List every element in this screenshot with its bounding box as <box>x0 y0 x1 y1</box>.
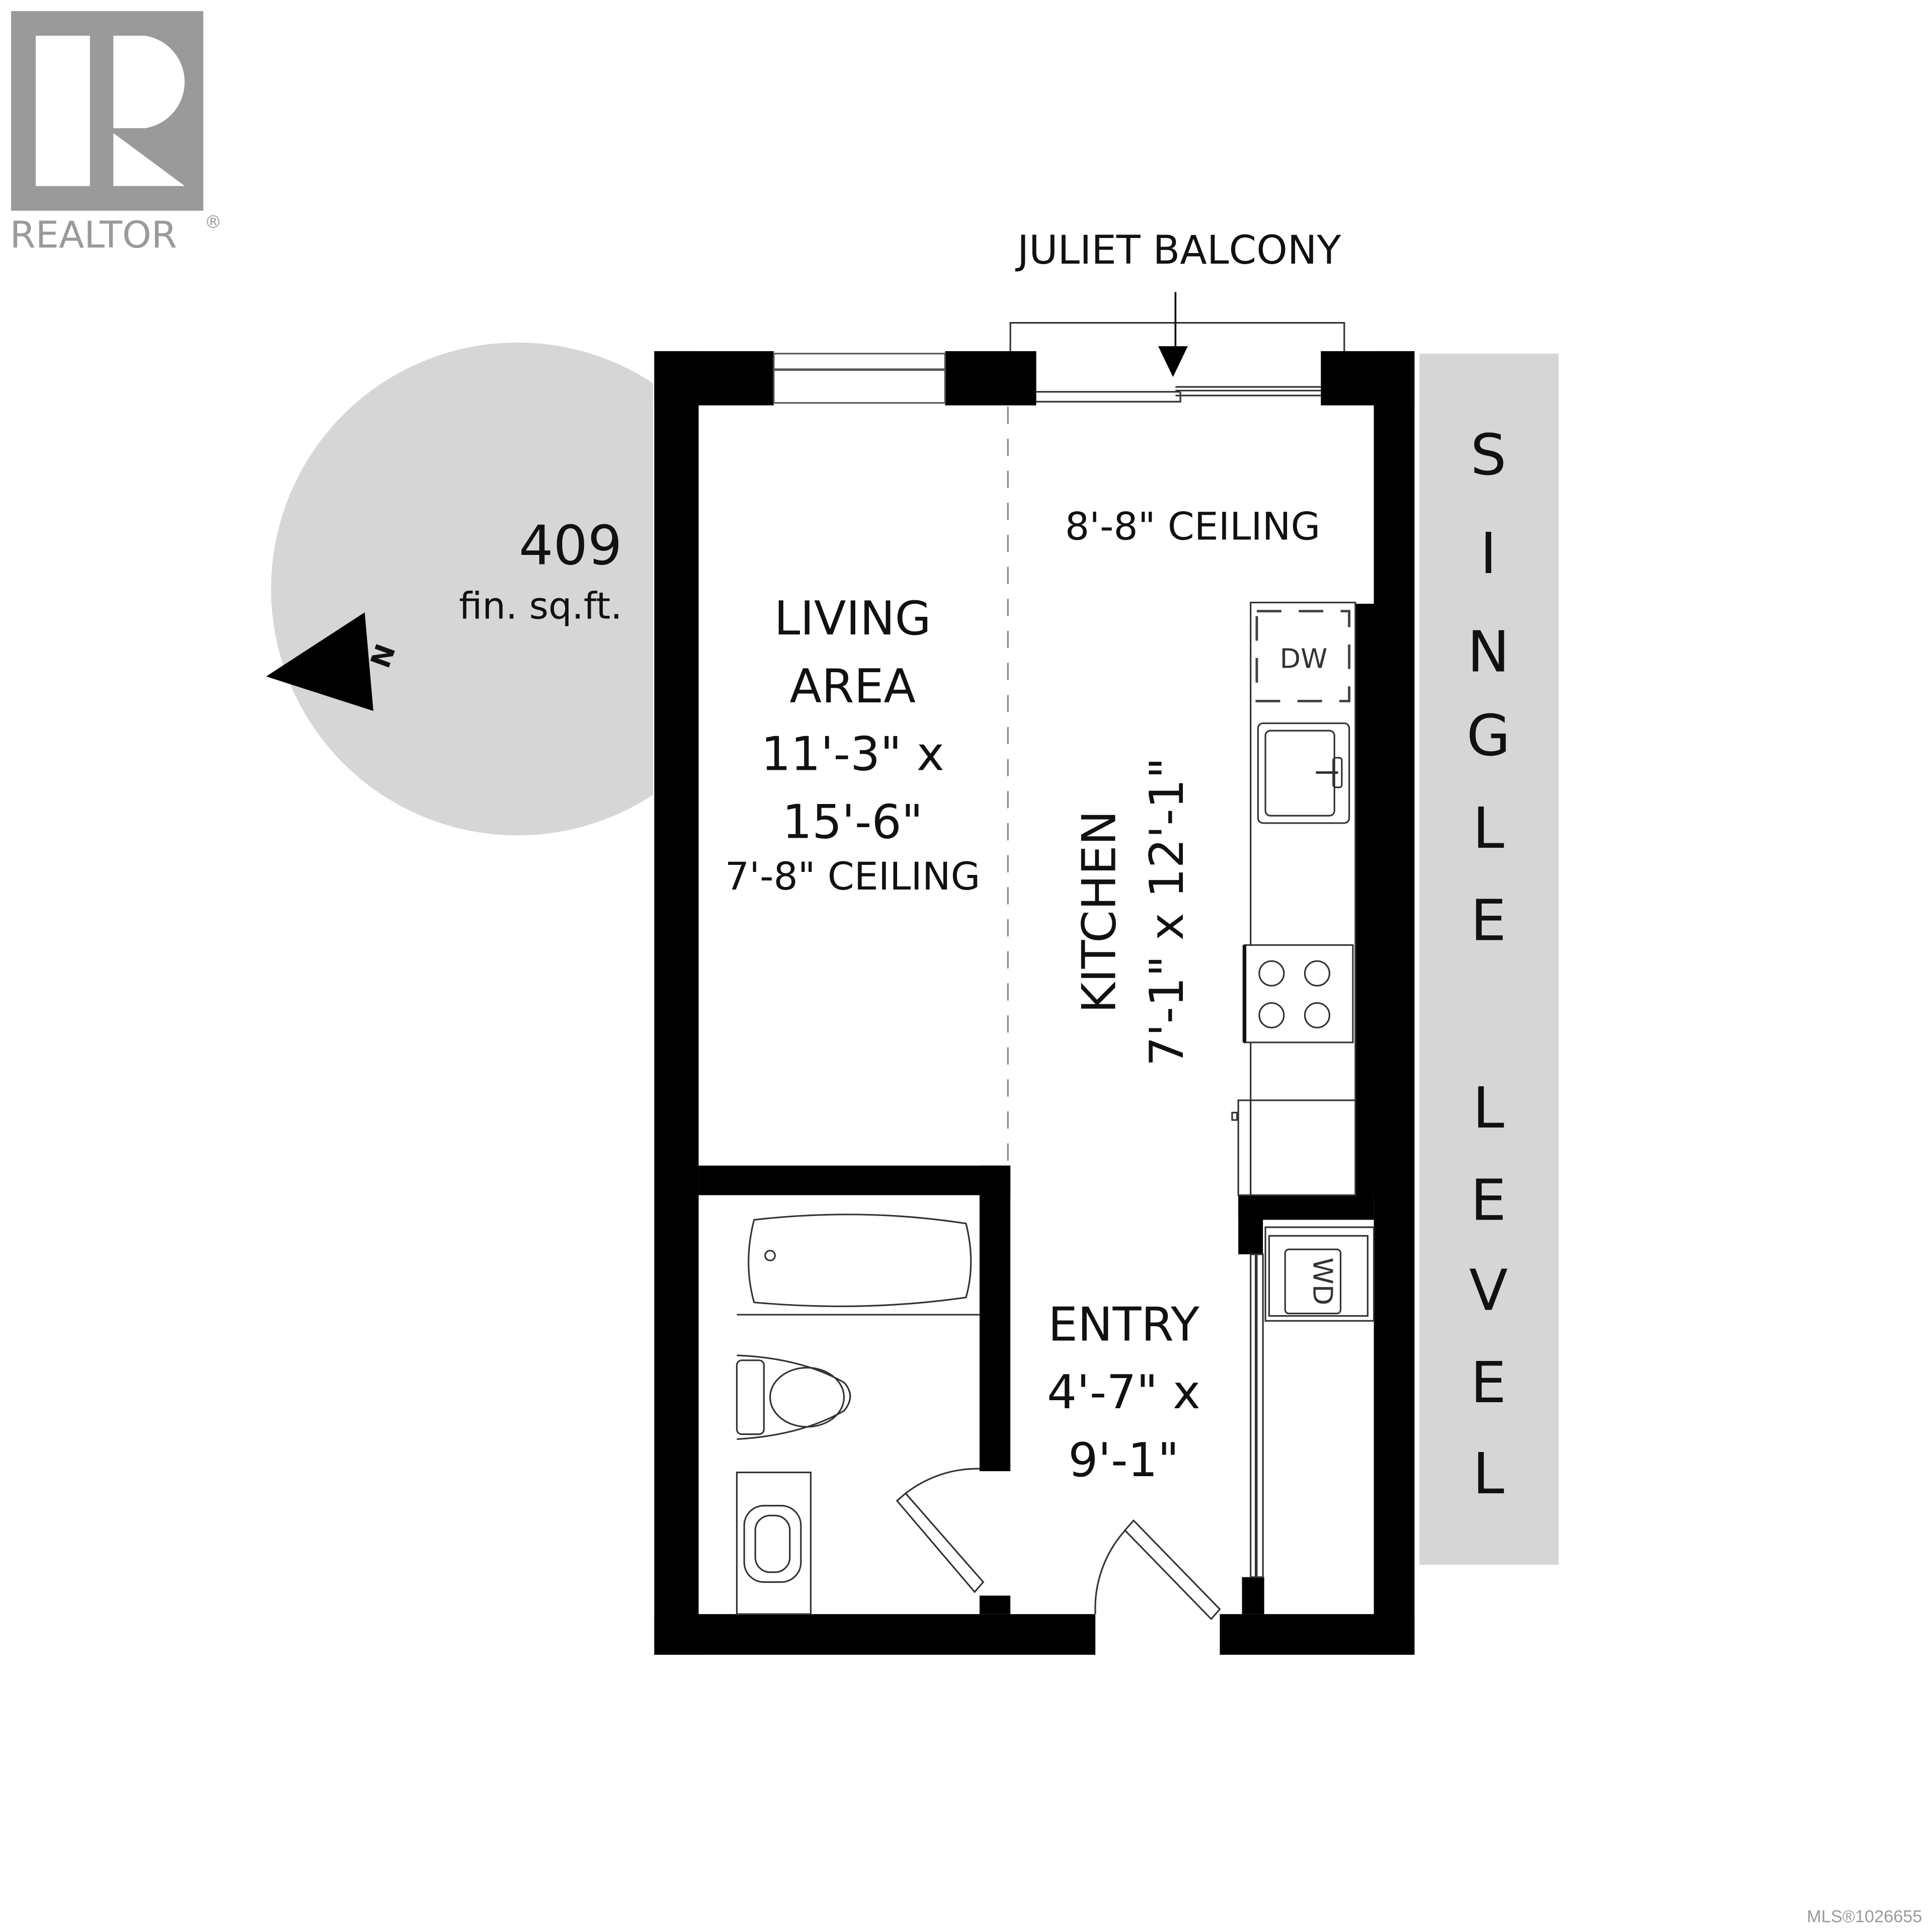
area-unit: fin. sq.ft. <box>459 585 622 627</box>
area-value: 409 <box>519 515 622 578</box>
entry-label: ENTRY 4'-7" x 9'-1" <box>1047 1297 1200 1487</box>
svg-text:L: L <box>1473 795 1504 861</box>
bathroom-door <box>896 1468 985 1593</box>
stove-icon <box>1242 944 1354 1043</box>
fridge-icon <box>1231 1099 1356 1196</box>
svg-text:E: E <box>1471 1167 1506 1233</box>
svg-text:AREA: AREA <box>789 659 916 713</box>
svg-text:ENTRY: ENTRY <box>1048 1297 1200 1351</box>
balcony-label: JULIET BALCONY <box>1015 227 1342 273</box>
kitchen-label: KITCHEN 7'-1" x 12'-1" <box>1072 757 1194 1066</box>
svg-text:LIVING: LIVING <box>774 591 931 646</box>
north-arrow-icon <box>266 612 374 711</box>
single-level-banner: S I N G L E L E V E L <box>1419 353 1559 1565</box>
bathroom <box>736 1214 980 1615</box>
dishwasher: DW <box>1255 610 1351 702</box>
walls <box>654 351 1415 1655</box>
svg-text:L: L <box>1473 1440 1504 1507</box>
svg-text:KITCHEN: KITCHEN <box>1072 811 1126 1013</box>
sink-icon <box>1257 722 1350 824</box>
realtor-logo: REALTOR ® <box>10 11 222 257</box>
svg-text:N: N <box>1467 619 1509 685</box>
svg-text:9'-1": 9'-1" <box>1068 1433 1179 1487</box>
laundry-closet: WD <box>1250 1226 1375 1578</box>
svg-text:V: V <box>1469 1257 1508 1323</box>
svg-text:11'-3" x: 11'-3" x <box>761 727 944 781</box>
svg-text:7'-1" x 12'-1": 7'-1" x 12'-1" <box>1140 757 1194 1066</box>
svg-text:I: I <box>1480 520 1497 587</box>
svg-text:S: S <box>1471 422 1507 488</box>
kitchen-ceiling-label: 8'-8" CEILING <box>1065 505 1321 549</box>
window-living <box>773 353 946 404</box>
kitchen-counter: DW <box>1231 601 1356 1196</box>
juliet-balcony: JULIET BALCONY <box>1009 227 1345 403</box>
svg-text:7'-8" CEILING: 7'-8" CEILING <box>725 854 981 899</box>
washer-dryer: WD <box>1307 1258 1339 1306</box>
svg-text:L: L <box>1473 1075 1504 1141</box>
living-area-label: LIVING AREA 11'-3" x 15'-6" 7'-8" CEILIN… <box>725 591 981 899</box>
arrow-down-icon <box>1158 346 1188 377</box>
washer-dryer-label: WD <box>1307 1258 1339 1306</box>
svg-text:15'-6": 15'-6" <box>782 794 923 849</box>
svg-text:G: G <box>1467 702 1510 769</box>
realtor-wordmark: REALTOR <box>10 214 177 257</box>
toilet-icon <box>736 1354 851 1440</box>
registered-mark: ® <box>205 212 222 232</box>
svg-text:E: E <box>1471 888 1506 954</box>
bathtub-icon <box>748 1214 972 1307</box>
mls-number: MLS®1026655 <box>1807 1907 1922 1926</box>
dishwasher-label: DW <box>1280 642 1328 674</box>
vanity-sink-icon <box>736 1471 812 1615</box>
entry-door <box>1094 1519 1221 1621</box>
svg-text:E: E <box>1471 1349 1506 1416</box>
svg-text:4'-7" x: 4'-7" x <box>1047 1365 1200 1419</box>
